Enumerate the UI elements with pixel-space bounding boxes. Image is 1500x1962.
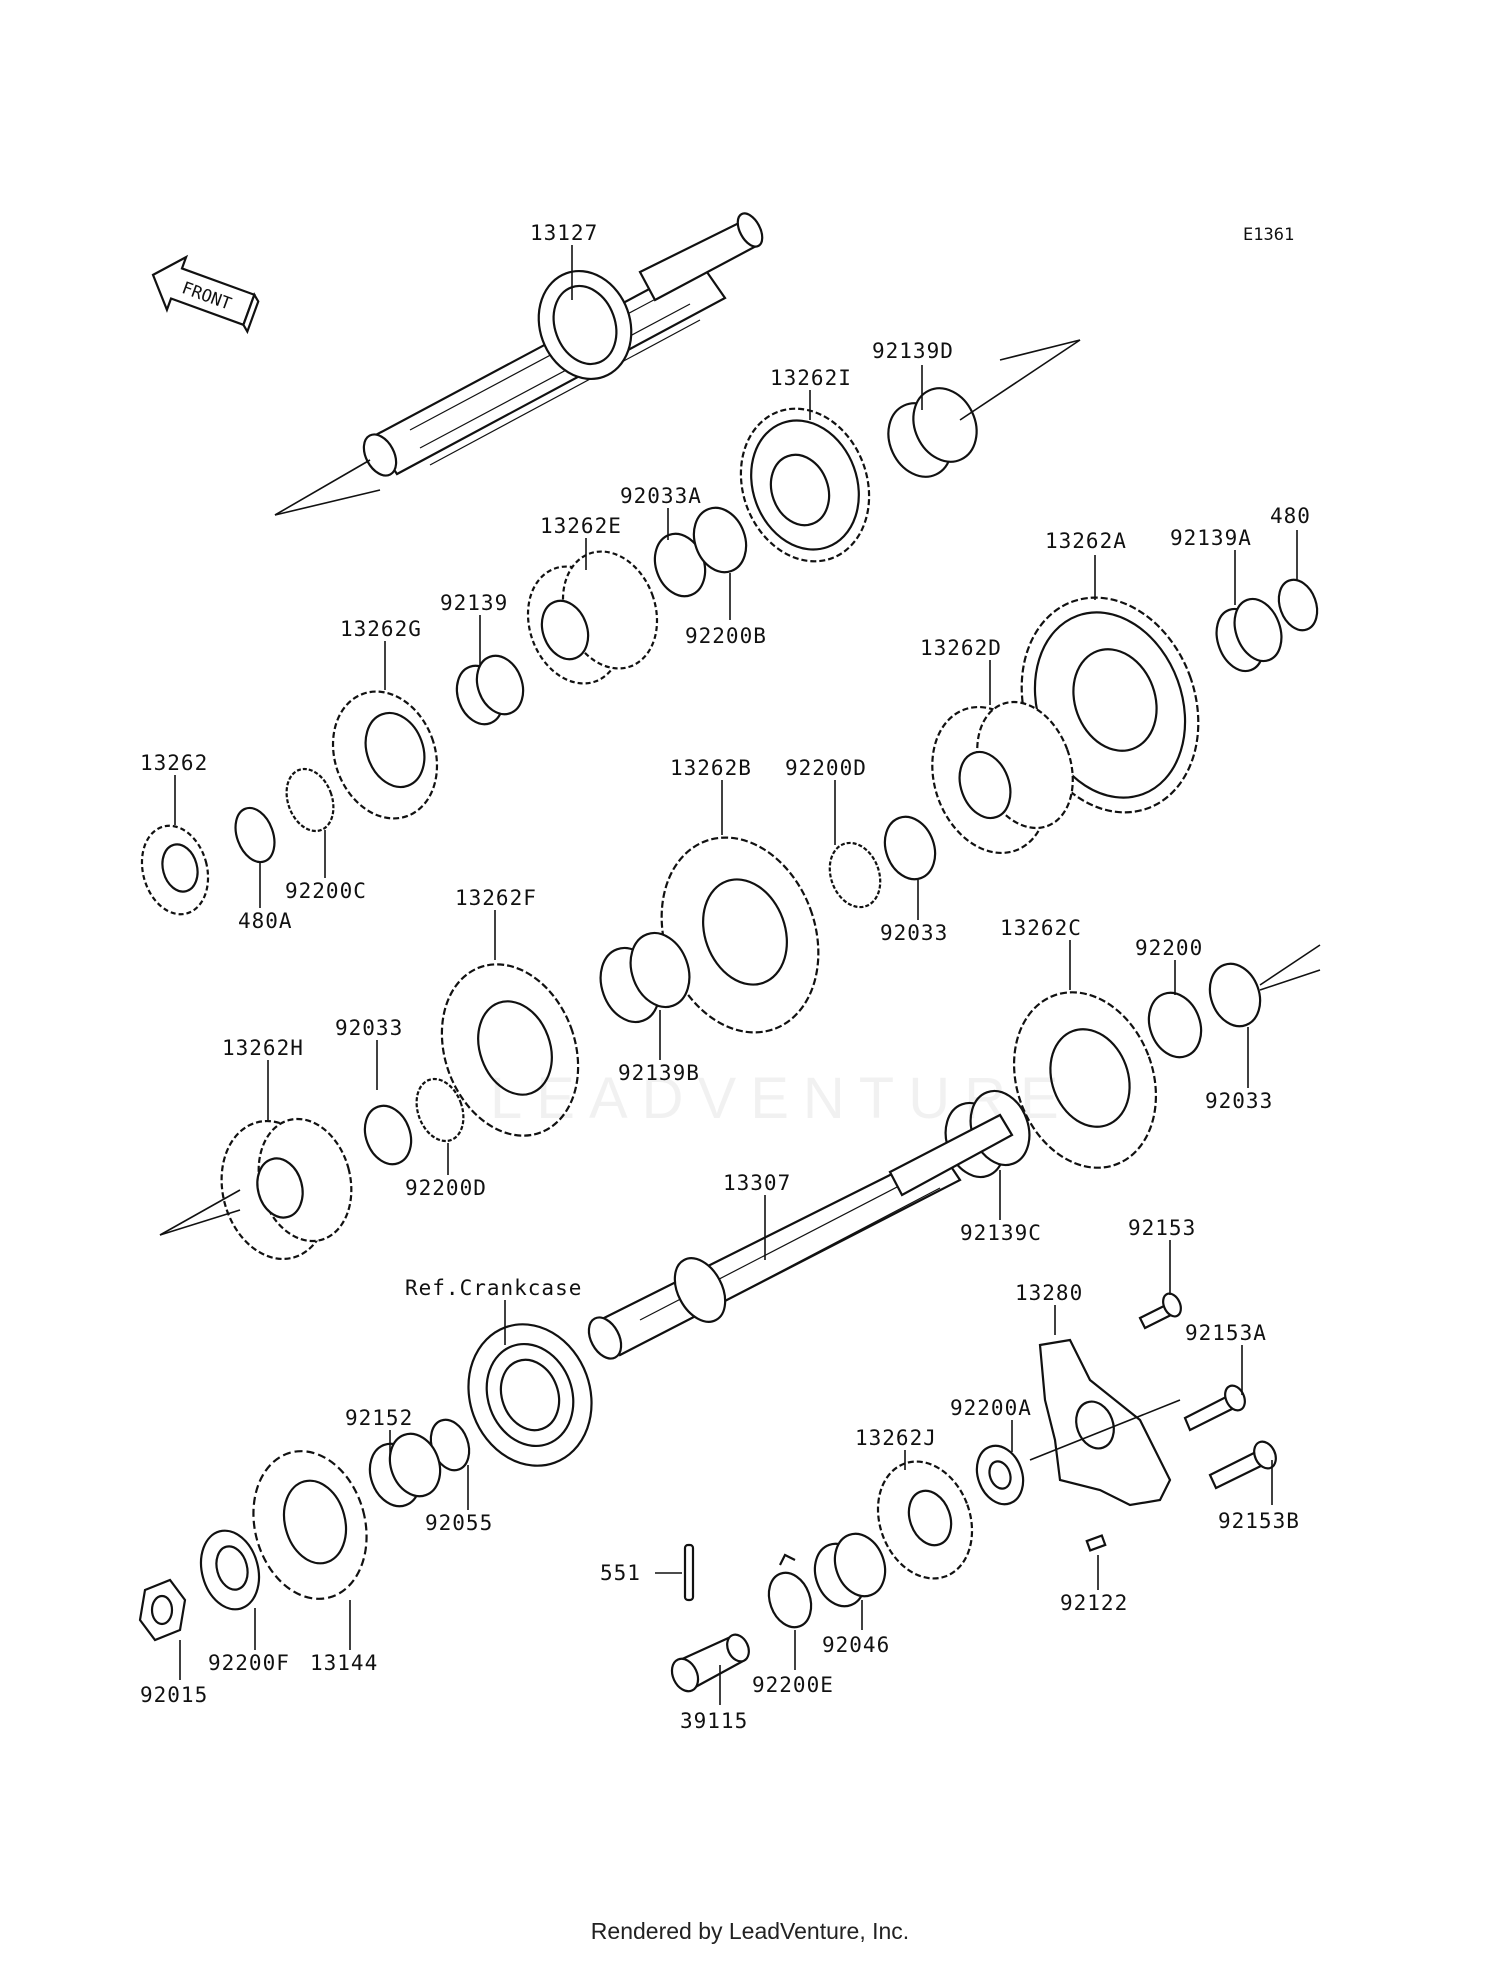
- part-39115-shaft[interactable]: [667, 1631, 753, 1695]
- label-480A[interactable]: 480A: [238, 909, 293, 933]
- part-92122-pin[interactable]: [1085, 1534, 1107, 1552]
- part-13262H-gear[interactable]: [207, 1108, 365, 1271]
- label-13262G[interactable]: 13262G: [340, 617, 422, 641]
- part-13262-gear[interactable]: [132, 818, 217, 921]
- label-13127[interactable]: 13127: [530, 221, 598, 245]
- label-92139C[interactable]: 92139C: [960, 1221, 1042, 1245]
- part-labels: 13127 92139D 13262I 92033A 92200B 13262E…: [140, 221, 1311, 1733]
- label-92033-right[interactable]: 92033: [1205, 1089, 1273, 1113]
- part-92200-washer[interactable]: [1140, 985, 1210, 1064]
- part-13127-gear[interactable]: [524, 258, 646, 392]
- label-92033-middle[interactable]: 92033: [880, 921, 948, 945]
- label-13307[interactable]: 13307: [723, 1171, 791, 1195]
- part-13307-drive-shaft[interactable]: [582, 1113, 1014, 1364]
- part-92015-nut[interactable]: [138, 1578, 187, 1642]
- label-13262J[interactable]: 13262J: [855, 1426, 937, 1450]
- crankcase-bearing[interactable]: [449, 1307, 611, 1483]
- label-92015[interactable]: 92015: [140, 1683, 208, 1707]
- part-92153A-bolt[interactable]: [1183, 1382, 1249, 1432]
- label-92122[interactable]: 92122: [1060, 1591, 1128, 1615]
- part-92153-bolt[interactable]: [1138, 1291, 1184, 1330]
- label-551[interactable]: 551: [600, 1561, 641, 1585]
- part-92200E-washer[interactable]: [762, 1553, 819, 1633]
- label-92153A[interactable]: 92153A: [1185, 1321, 1267, 1345]
- part-92046-bearing[interactable]: [807, 1527, 894, 1614]
- label-13262E[interactable]: 13262E: [540, 514, 622, 538]
- part-92200B-washer[interactable]: [685, 500, 755, 579]
- label-39115[interactable]: 39115: [680, 1709, 748, 1733]
- label-92200F[interactable]: 92200F: [208, 1651, 290, 1675]
- label-92200B[interactable]: 92200B: [685, 624, 767, 648]
- part-13262B-gear[interactable]: [635, 815, 844, 1054]
- label-13262F[interactable]: 13262F: [455, 886, 537, 910]
- label-92046[interactable]: 92046: [822, 1633, 890, 1657]
- part-13144-sprocket[interactable]: [237, 1438, 382, 1611]
- label-92055[interactable]: 92055: [425, 1511, 493, 1535]
- label-92200E[interactable]: 92200E: [752, 1673, 834, 1697]
- label-92033A[interactable]: 92033A: [620, 484, 702, 508]
- label-92200A[interactable]: 92200A: [950, 1396, 1032, 1420]
- label-13262C[interactable]: 13262C: [1000, 916, 1082, 940]
- part-551-pin[interactable]: [683, 1543, 695, 1602]
- part-92200D-washer-lower[interactable]: [408, 1072, 471, 1147]
- label-92200C[interactable]: 92200C: [285, 879, 367, 903]
- label-92153[interactable]: 92153: [1128, 1216, 1196, 1240]
- part-92139B-bearing[interactable]: [591, 925, 700, 1031]
- label-13280[interactable]: 13280: [1015, 1281, 1083, 1305]
- part-13280-lever[interactable]: [1038, 1338, 1172, 1507]
- part-92152-collar[interactable]: [362, 1427, 449, 1514]
- part-92139D-bushing[interactable]: [877, 378, 988, 487]
- leader-lines: [174, 245, 1298, 1705]
- part-13262I-gear[interactable]: [720, 390, 890, 579]
- label-92200D-lower[interactable]: 92200D: [405, 1176, 487, 1200]
- part-92200A-washer[interactable]: [969, 1439, 1031, 1510]
- label-13262B[interactable]: 13262B: [670, 756, 752, 780]
- label-480[interactable]: 480: [1270, 504, 1311, 528]
- label-92152[interactable]: 92152: [345, 1406, 413, 1430]
- label-13144[interactable]: 13144: [310, 1651, 378, 1675]
- part-480A-circlip[interactable]: [229, 803, 282, 868]
- part-92033-circlip-middle[interactable]: [877, 810, 944, 887]
- part-92200F-washer[interactable]: [193, 1524, 268, 1616]
- label-13262A[interactable]: 13262A: [1045, 529, 1127, 553]
- front-arrow-icon: FRONT: [151, 254, 260, 335]
- label-92200D-upper[interactable]: 92200D: [785, 756, 867, 780]
- label-13262I[interactable]: 13262I: [770, 366, 852, 390]
- label-13262[interactable]: 13262: [140, 751, 208, 775]
- part-92153B-bolt[interactable]: [1208, 1438, 1280, 1490]
- diagram-code: E1361: [1243, 225, 1295, 245]
- label-13262D[interactable]: 13262D: [920, 636, 1002, 660]
- part-92200C-washer[interactable]: [278, 762, 341, 837]
- label-92200[interactable]: 92200: [1135, 936, 1203, 960]
- label-92033-left[interactable]: 92033: [335, 1016, 403, 1040]
- part-92200D-washer-upper[interactable]: [821, 836, 889, 914]
- part-92033-circlip-right[interactable]: [1202, 957, 1269, 1034]
- part-13262D-gear[interactable]: [913, 689, 1090, 870]
- part-13127-main-shaft[interactable]: [357, 209, 767, 481]
- part-480-circlip[interactable]: [1272, 574, 1324, 635]
- label-ref-crankcase[interactable]: Ref.Crankcase: [405, 1276, 582, 1300]
- label-92139B[interactable]: 92139B: [618, 1061, 700, 1085]
- label-92139[interactable]: 92139: [440, 591, 508, 615]
- label-92153B[interactable]: 92153B: [1218, 1509, 1300, 1533]
- footer-credit: Rendered by LeadVenture, Inc.: [590, 1918, 910, 1944]
- part-13262F-gear[interactable]: [419, 945, 601, 1155]
- part-92139-bearing[interactable]: [449, 649, 531, 730]
- part-13262C-gear[interactable]: [990, 972, 1179, 1188]
- part-13262E-gear[interactable]: [512, 538, 673, 697]
- label-13262H[interactable]: 13262H: [222, 1036, 304, 1060]
- label-92139A[interactable]: 92139A: [1170, 526, 1252, 550]
- watermark: LEADVENTURE: [490, 1066, 1073, 1131]
- part-92139A-bushing[interactable]: [1208, 592, 1289, 677]
- part-13262J-gear[interactable]: [862, 1448, 988, 1592]
- part-92033-circlip-left[interactable]: [357, 1099, 419, 1170]
- label-92139D[interactable]: 92139D: [872, 339, 954, 363]
- part-13262G-gear[interactable]: [316, 677, 454, 833]
